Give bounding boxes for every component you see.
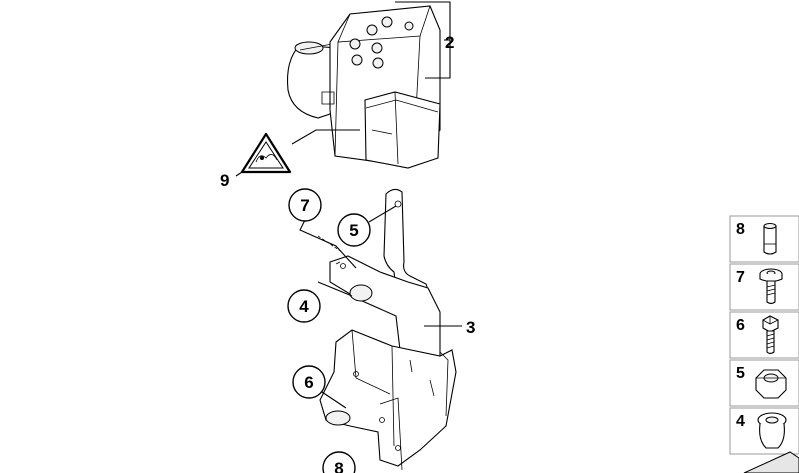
callout-9-leader [235, 171, 243, 177]
side-item-8-label: 8 [736, 221, 745, 238]
warning-triangle-icon [240, 132, 292, 174]
side-item-7-label: 7 [736, 269, 745, 286]
callout-7-label: 7 [300, 196, 309, 215]
hex-nut-icon [755, 369, 787, 399]
side-item-5-label: 5 [736, 365, 745, 382]
callout-8: 8 [322, 451, 356, 473]
callout-9-leader-2 [291, 129, 360, 145]
callout-4: 4 [287, 281, 353, 323]
side-item-6-label: 6 [736, 317, 745, 334]
callout-5: 5 [337, 205, 397, 247]
callout-2-label: 2 [445, 33, 454, 52]
hex-bolt-icon [762, 315, 779, 355]
grommet-icon [757, 412, 787, 449]
callout-4-label: 4 [299, 297, 309, 316]
callout-2-leader [395, 1, 451, 79]
side-item-5: 5 [729, 359, 799, 407]
side-item-4-label: 4 [736, 413, 745, 430]
arrow-icon [743, 451, 799, 473]
side-item-4: 4 [729, 407, 799, 455]
callout-7: 7 [288, 188, 357, 269]
callout-5-label: 5 [349, 221, 358, 240]
side-parts-panel: 8 7 6 [729, 215, 799, 473]
callout-3-label: 3 [466, 318, 475, 337]
callout-6: 6 [292, 365, 347, 409]
side-item-6: 6 [729, 311, 799, 359]
collar-screw-icon [759, 268, 783, 305]
callout-6-label: 6 [304, 373, 313, 392]
mounting-bracket [319, 188, 457, 471]
pin-icon [763, 223, 777, 255]
side-item-8: 8 [729, 215, 799, 263]
side-item-7: 7 [729, 263, 799, 311]
callout-8-label: 8 [334, 459, 343, 473]
hydraulic-unit [286, 5, 441, 169]
callout-9-label: 9 [220, 171, 229, 190]
